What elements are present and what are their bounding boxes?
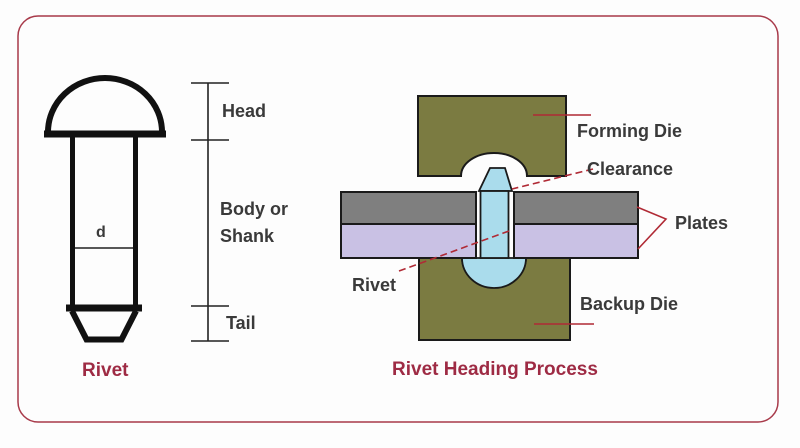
- rivet-tail-taper: [69, 309, 139, 343]
- plates-leader: [636, 206, 668, 250]
- figure-border: [17, 15, 779, 423]
- plate-top-left: [340, 191, 477, 225]
- rivet-formed-head: [461, 257, 527, 289]
- rivet-heading-process-caption: Rivet Heading Process: [392, 359, 598, 380]
- forming-die-shape: [417, 95, 567, 177]
- head-label: Head: [222, 101, 267, 121]
- backup-die-label: Backup Die: [580, 294, 679, 314]
- rivet-shank: [479, 190, 510, 259]
- rivet-leader: [398, 230, 510, 272]
- rivet-head-dome: [45, 75, 165, 133]
- plates-label: Plates: [675, 213, 729, 233]
- plate-bottom-right: [513, 223, 639, 259]
- tail-label: Tail: [226, 313, 256, 333]
- plate-top-right: [513, 191, 639, 225]
- clearance-leader: [511, 168, 594, 190]
- rivet-caption: Rivet: [82, 360, 129, 381]
- body-label-line2: Shank: [220, 226, 275, 246]
- forming-die-label: Forming Die: [577, 121, 683, 141]
- diameter-label: d: [96, 224, 106, 241]
- rivet-label: Rivet: [352, 275, 397, 295]
- clearance-label: Clearance: [587, 159, 674, 179]
- plate-bottom-left: [340, 223, 477, 259]
- body-label-line1: Body or: [220, 199, 289, 219]
- rivet-protruding-end: [477, 167, 514, 192]
